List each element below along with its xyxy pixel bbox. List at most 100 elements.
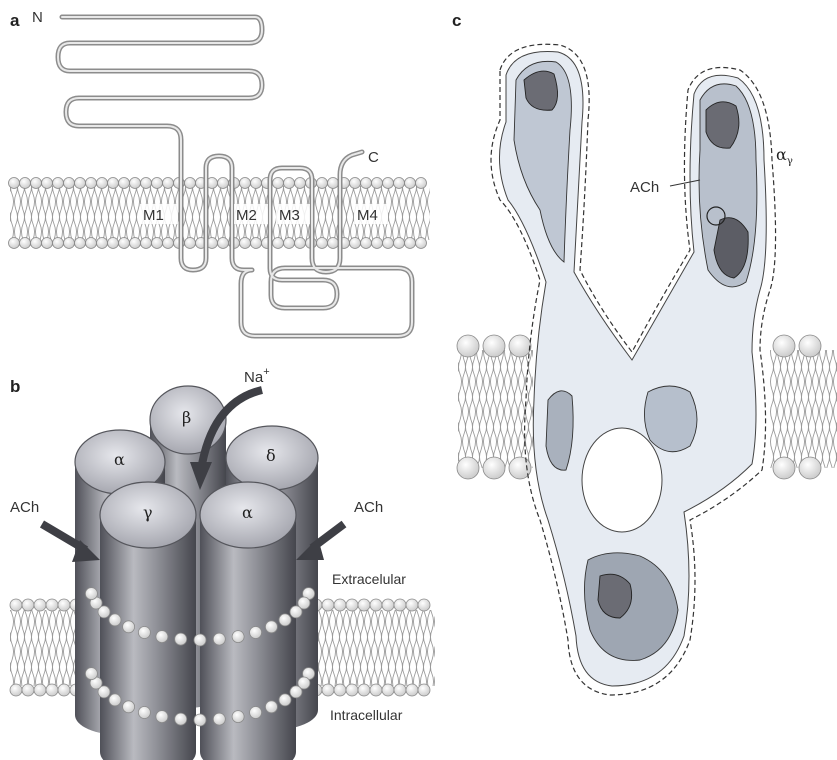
lipid-head [42, 238, 53, 249]
intracellular-label: Intracellular [330, 707, 403, 723]
lipid-head [10, 684, 22, 696]
lipid-head [109, 694, 121, 706]
lipid-head [358, 684, 370, 696]
lipid-head [328, 238, 339, 249]
lipid-head [773, 335, 795, 357]
lipid-head [346, 599, 358, 611]
lipid-head [394, 238, 405, 249]
density-contour-right-membrane [644, 386, 697, 452]
lipid-head [382, 599, 394, 611]
panel-c-membrane-left-tails [458, 350, 533, 468]
lipid-head [194, 634, 206, 646]
panel-a-polypeptide-chain [58, 17, 412, 336]
lipid-head [265, 621, 277, 633]
lipid-head [152, 178, 163, 189]
lipid-head [185, 238, 196, 249]
lipid-head [290, 686, 302, 698]
lipid-head [509, 335, 531, 357]
lipid-head [317, 238, 328, 249]
electron-density-map [491, 44, 776, 695]
panel-c: c ACh αγ [452, 11, 837, 695]
lipid-head [394, 684, 406, 696]
segment-label-m2: M2 [236, 207, 257, 224]
lipid-head [109, 614, 121, 626]
ach-right-label: ACh [354, 499, 383, 516]
lipid-head [361, 238, 372, 249]
lipid-head [119, 178, 130, 189]
lipid-head [175, 713, 187, 725]
lipid-head [185, 178, 196, 189]
lipid-head [350, 238, 361, 249]
lipid-head [34, 599, 46, 611]
subunit-label-gamma: γ [143, 503, 153, 522]
lipid-head [108, 238, 119, 249]
lipid-head [53, 178, 64, 189]
lipid-head [279, 614, 291, 626]
n-terminus-label: N [32, 9, 43, 26]
lipid-head [138, 707, 150, 719]
lipid-head [85, 588, 97, 600]
subunit-label-delta: δ [266, 446, 276, 465]
lipid-head [86, 238, 97, 249]
lipid-head [361, 178, 372, 189]
lipid-head [358, 599, 370, 611]
lipid-head [416, 238, 427, 249]
lipid-head [31, 238, 42, 249]
lipid-head [218, 178, 229, 189]
lipid-head [64, 238, 75, 249]
alpha-gamma-label: αγ [776, 145, 793, 167]
lipid-head [85, 668, 97, 680]
lipid-head [405, 238, 416, 249]
lipid-head [20, 238, 31, 249]
lipid-head [483, 457, 505, 479]
panel-c-letter: c [452, 11, 461, 30]
subunit-label-alpha-back: α [114, 450, 125, 469]
segment-label-m4: M4 [357, 207, 378, 224]
lipid-head [141, 238, 152, 249]
channel-vestibule [582, 428, 662, 532]
lipid-head [394, 599, 406, 611]
lipid-head [799, 457, 821, 479]
segment-label-m3: M3 [279, 207, 300, 224]
lipid-head [86, 178, 97, 189]
lipid-head [250, 707, 262, 719]
lipid-head [483, 335, 505, 357]
segment-label-m1: M1 [143, 207, 164, 224]
lipid-head [20, 178, 31, 189]
lipid-head [10, 599, 22, 611]
lipid-head [328, 178, 339, 189]
lipid-head [334, 684, 346, 696]
density-peak-bottom [598, 574, 632, 618]
panel-a-letter: a [10, 11, 20, 30]
lipid-head [22, 684, 34, 696]
panel-c-ach-label: ACh [630, 179, 659, 196]
lipid-head [213, 633, 225, 645]
lipid-head [130, 178, 141, 189]
lipid-head [42, 178, 53, 189]
ion-label: Na+ [244, 366, 270, 386]
lipid-head [34, 684, 46, 696]
lipid-head [194, 714, 206, 726]
lipid-head [75, 178, 86, 189]
lipid-head [799, 335, 821, 357]
lipid-head [9, 178, 20, 189]
lipid-head [406, 599, 418, 611]
lipid-head [251, 178, 262, 189]
lipid-head [240, 178, 251, 189]
lipid-head [773, 457, 795, 479]
extracellular-label: Extracelular [332, 571, 406, 587]
lipid-head [75, 238, 86, 249]
lipid-head [383, 238, 394, 249]
lipid-head [156, 631, 168, 643]
lipid-head [251, 238, 262, 249]
lipid-head [31, 178, 42, 189]
lipid-head [346, 684, 358, 696]
lipid-head [58, 599, 70, 611]
lipid-head [457, 335, 479, 357]
lipid-head [416, 178, 427, 189]
lipid-head [295, 238, 306, 249]
lipid-head [350, 178, 361, 189]
c-terminus-label: C [368, 149, 379, 166]
lipid-head [163, 238, 174, 249]
